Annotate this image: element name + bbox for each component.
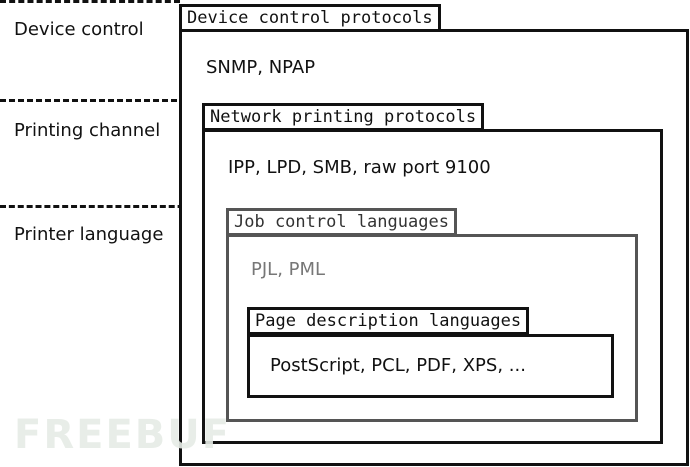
layer-label-device-control: Device control <box>14 19 144 40</box>
page-description-languages-content: PostScript, PCL, PDF, XPS, ... <box>270 355 526 376</box>
layer-divider-top <box>0 0 180 3</box>
layer-divider-printer-language <box>0 205 228 208</box>
job-control-languages-content: PJL, PML <box>251 259 326 280</box>
device-control-protocols-title: Device control protocols <box>179 4 441 32</box>
layer-divider-printing-channel <box>0 99 204 102</box>
page-description-languages-title: Page description languages <box>247 307 530 335</box>
network-printing-protocols-title: Network printing protocols <box>202 103 485 131</box>
layer-label-printing-channel: Printing channel <box>14 120 161 141</box>
network-printing-protocols-content: IPP, LPD, SMB, raw port 9100 <box>228 157 491 178</box>
freebuf-watermark: FREEBUF <box>14 412 232 458</box>
page-description-languages-box <box>247 334 614 398</box>
job-control-languages-title: Job control languages <box>226 208 457 236</box>
device-control-protocols-content: SNMP, NPAP <box>206 57 316 78</box>
layer-label-printer-language: Printer language <box>14 224 164 245</box>
